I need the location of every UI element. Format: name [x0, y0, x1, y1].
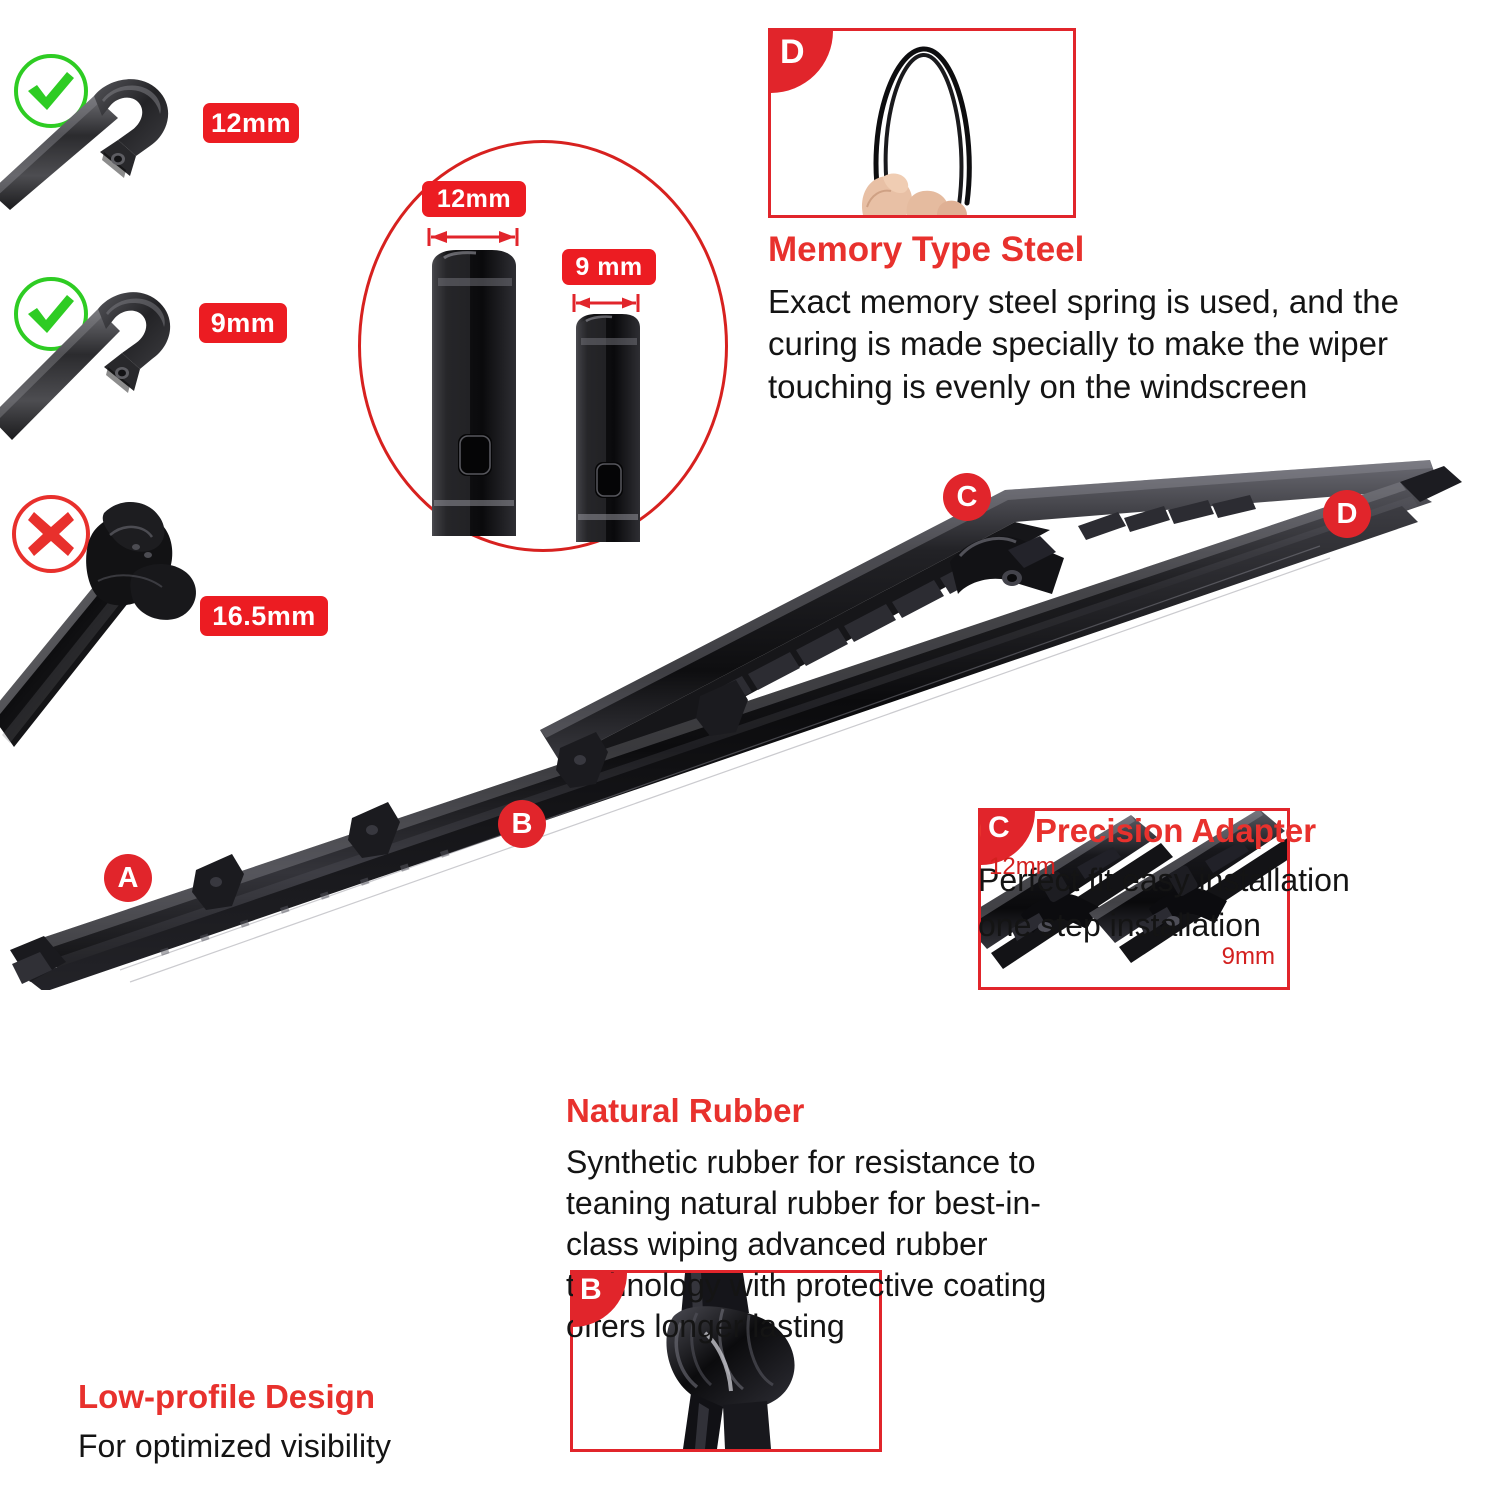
oe-adapter-pair-illustration — [981, 811, 1287, 969]
badge-12mm: 12mm — [203, 103, 299, 143]
product-marker-a: A — [104, 854, 152, 902]
twisted-rubber-illustration — [666, 1273, 795, 1449]
product-marker-c-text: C — [956, 480, 978, 513]
oe-adapter-body-line2: one step installation — [978, 906, 1261, 943]
adapter-end-12mm-illustration — [432, 250, 516, 536]
main-wiper-blade-illustration — [10, 460, 1462, 990]
wiper-arm-hook-9mm-illustration — [0, 292, 171, 440]
panel-tag-b: B — [573, 1273, 627, 1327]
product-marker-c: C — [943, 473, 991, 521]
dimension-arrow-12mm — [425, 226, 521, 248]
dimension-arrow-9mm — [570, 292, 642, 314]
red-x-icon-16-5mm — [12, 495, 90, 573]
product-marker-b: B — [498, 800, 546, 848]
product-marker-d: D — [1323, 490, 1371, 538]
wiper-arm-hook-12mm-illustration — [0, 79, 169, 210]
green-check-icon-12mm — [14, 54, 88, 128]
magnifier-circle — [358, 140, 728, 552]
oe-adapter-title: OE Precision Adapter — [978, 812, 1317, 849]
green-check-icon-9mm — [14, 277, 88, 351]
product-marker-b-text: B — [511, 807, 533, 840]
magnifier-badge-9mm-text: 9 mm — [575, 252, 643, 281]
adapter-end-9mm-illustration — [576, 314, 640, 542]
badge-9mm-text: 9mm — [210, 307, 276, 338]
panel-oe-adapter: C — [978, 808, 1290, 990]
memory-steel-body: Exact memory steel spring is used, and t… — [768, 283, 1399, 405]
magnifier-badge-12mm-text: 12mm — [436, 184, 512, 213]
panel-natural-rubber: B — [570, 1270, 882, 1452]
memory-steel-hand-illustration — [861, 46, 972, 215]
badge-12mm-text: 12mm — [210, 107, 292, 138]
magnifier-badge-12mm: 12mm — [422, 181, 526, 217]
low-profile-body: For optimized visibility — [78, 1427, 391, 1464]
natural-rubber-title: Natural Rubber — [566, 1092, 805, 1129]
panel-c-label-12mm: 12mm — [989, 853, 1056, 880]
panel-c-label-9mm: 9mm — [1221, 943, 1275, 970]
product-marker-d-text: D — [1336, 497, 1358, 530]
badge-9mm: 9mm — [199, 303, 287, 343]
panel-tag-c: C — [981, 811, 1035, 865]
natural-rubber-body: Synthetic rubber for resistance to teani… — [566, 1143, 1047, 1344]
low-profile-title: Low-profile Design — [78, 1378, 375, 1415]
wiper-arm-bayonet-illustration — [0, 501, 196, 747]
oe-adapter-body-line1: Perfect fit easy installation — [978, 861, 1350, 898]
memory-steel-title: Memory Type Steel — [768, 230, 1085, 269]
product-marker-a-text: A — [117, 861, 139, 894]
badge-16-5mm: 16.5mm — [200, 596, 328, 636]
panel-memory-steel: D — [768, 28, 1076, 218]
badge-16-5mm-text: 16.5mm — [212, 600, 316, 631]
magnifier-badge-9mm: 9 mm — [562, 249, 656, 285]
